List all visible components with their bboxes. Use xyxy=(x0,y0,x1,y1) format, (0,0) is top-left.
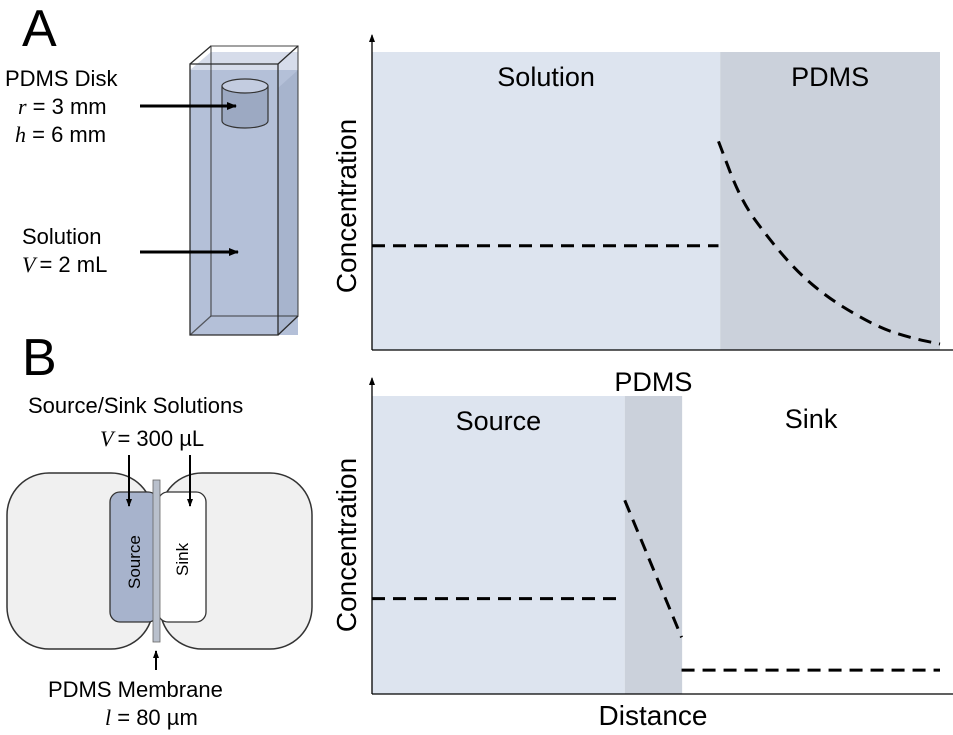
cuvette xyxy=(189,45,299,336)
solution-title: Solution xyxy=(22,224,102,249)
chart-b-region-label-source: Source xyxy=(456,406,542,436)
pdms-disk-radius: r = 3 mm xyxy=(18,94,107,119)
chart-b-x-label: Distance xyxy=(599,700,708,731)
pdms-disk xyxy=(221,78,269,129)
chart-b-region-source xyxy=(372,396,625,694)
cuvette-side-face xyxy=(278,70,298,335)
solution-volume: V= 2 mL xyxy=(22,252,107,277)
source-label: Source xyxy=(125,535,144,589)
solutions-title: Source/Sink Solutions xyxy=(28,393,243,418)
cuvette-outline xyxy=(189,45,299,336)
pdms-disk-title: PDMS Disk xyxy=(5,66,118,91)
chart-a-region-solution xyxy=(372,52,721,350)
diffusion-device: Source Sink xyxy=(6,472,313,650)
chart-a-series-pdms-curve xyxy=(717,140,941,346)
panel-b-label: B xyxy=(22,329,57,387)
cuvette-solution xyxy=(190,70,298,335)
chart-b-series-pdms-line xyxy=(623,499,683,638)
panel-a-label: A xyxy=(22,0,57,58)
solutions-volume: V= 300 µL xyxy=(100,426,204,451)
cuvette-solution-top xyxy=(190,52,298,70)
sink-label: Sink xyxy=(173,542,192,576)
chart-a-region-label-pdms: PDMS xyxy=(791,62,869,92)
pdms-disk-height: h = 6 mm xyxy=(15,122,106,147)
chart-b-region-pdms xyxy=(624,396,683,694)
chart-a-y-label: Concentration xyxy=(331,119,362,293)
chart-a-region-pdms xyxy=(720,52,940,350)
chart-b-region-label-sink: Sink xyxy=(785,404,838,434)
chart-b-y-label: Concentration xyxy=(331,458,362,632)
pdms-membrane xyxy=(152,479,161,643)
chart-a: Solution PDMS Concentration xyxy=(331,34,953,351)
chart-b: Source PDMS Sink Concentration Distance xyxy=(331,367,953,731)
chart-a-region-label-solution: Solution xyxy=(497,62,595,92)
membrane-thickness: l = 80 µm xyxy=(105,705,198,730)
chart-b-region-label-pdms: PDMS xyxy=(614,367,692,397)
membrane-title: PDMS Membrane xyxy=(48,677,223,702)
